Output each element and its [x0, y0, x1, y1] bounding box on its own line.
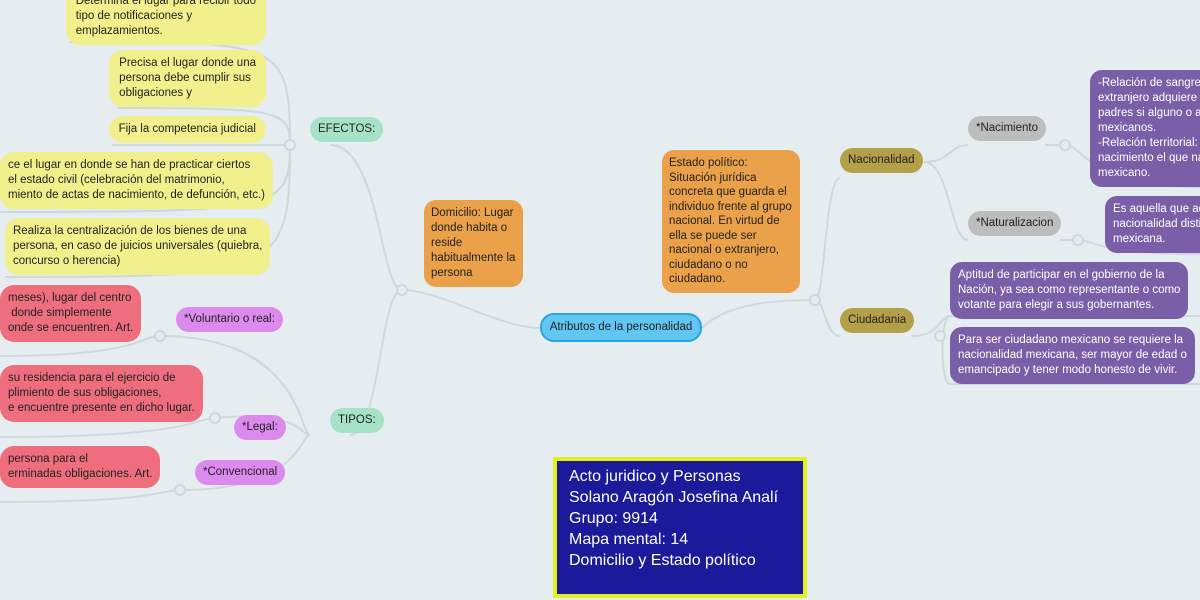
estado-politico-node[interactable]: Estado político: Situación jurídica conc… [662, 150, 800, 293]
info-group: Grupo: 9914 [569, 510, 658, 527]
efecto-obligaciones[interactable]: Precisa el lugar donde una persona debe … [109, 50, 266, 107]
naturalizacion-detail[interactable]: Es aquella que ad nacionalidad disti mex… [1105, 196, 1200, 253]
nacimiento-node[interactable]: *Nacimiento [968, 116, 1046, 141]
tipo-voluntario[interactable]: *Voluntario o real: [176, 307, 283, 332]
efecto-estado-civil[interactable]: ce el lugar en donde se han de practicar… [0, 152, 273, 209]
tipo-legal[interactable]: *Legal: [234, 415, 286, 440]
ciudadania-aptitud[interactable]: Aptitud de participar en el gobierno de … [950, 262, 1189, 319]
efecto-competencia[interactable]: Fija la competencia judicial [108, 116, 266, 143]
info-course: Acto juridico y Personas [569, 468, 741, 485]
central-node[interactable]: Atributos de la personalidad [540, 313, 702, 342]
nacimiento-detail[interactable]: -Relación de sangre extranjero adquiere … [1090, 70, 1200, 187]
nacionalidad-node[interactable]: Nacionalidad [840, 148, 923, 173]
ciudadania-node[interactable]: Ciudadania [840, 308, 915, 333]
convencional-detail[interactable]: persona para el erminadas obligaciones. … [0, 446, 161, 488]
tipo-convencional[interactable]: *Convencional [195, 460, 286, 485]
domicilio-node[interactable]: Domicilio: Lugar donde habita o reside h… [424, 200, 523, 287]
info-box: Acto juridico y Personas Solano Aragón J… [553, 457, 807, 598]
info-topic: Domicilio y Estado político [569, 552, 756, 569]
efectos-node[interactable]: EFECTOS: [310, 117, 384, 142]
ciudadania-requisitos[interactable]: Para ser ciudadano mexicano se requiere … [950, 327, 1195, 384]
voluntario-detail[interactable]: meses), lugar del centro donde simplemen… [0, 285, 142, 342]
efecto-notificaciones[interactable]: Determina el lugar para recibir todo tip… [65, 0, 266, 45]
efecto-centralizacion[interactable]: Realiza la centralización de los bienes … [5, 218, 271, 275]
naturalizacion-node[interactable]: *Naturalizacion [968, 211, 1062, 236]
tipos-node[interactable]: TIPOS: [330, 408, 384, 433]
legal-detail[interactable]: su residencia para el ejercicio de plimi… [0, 365, 203, 422]
info-student: Solano Aragón Josefina Analí [569, 489, 779, 506]
info-map-number: Mapa mental: 14 [569, 531, 689, 548]
